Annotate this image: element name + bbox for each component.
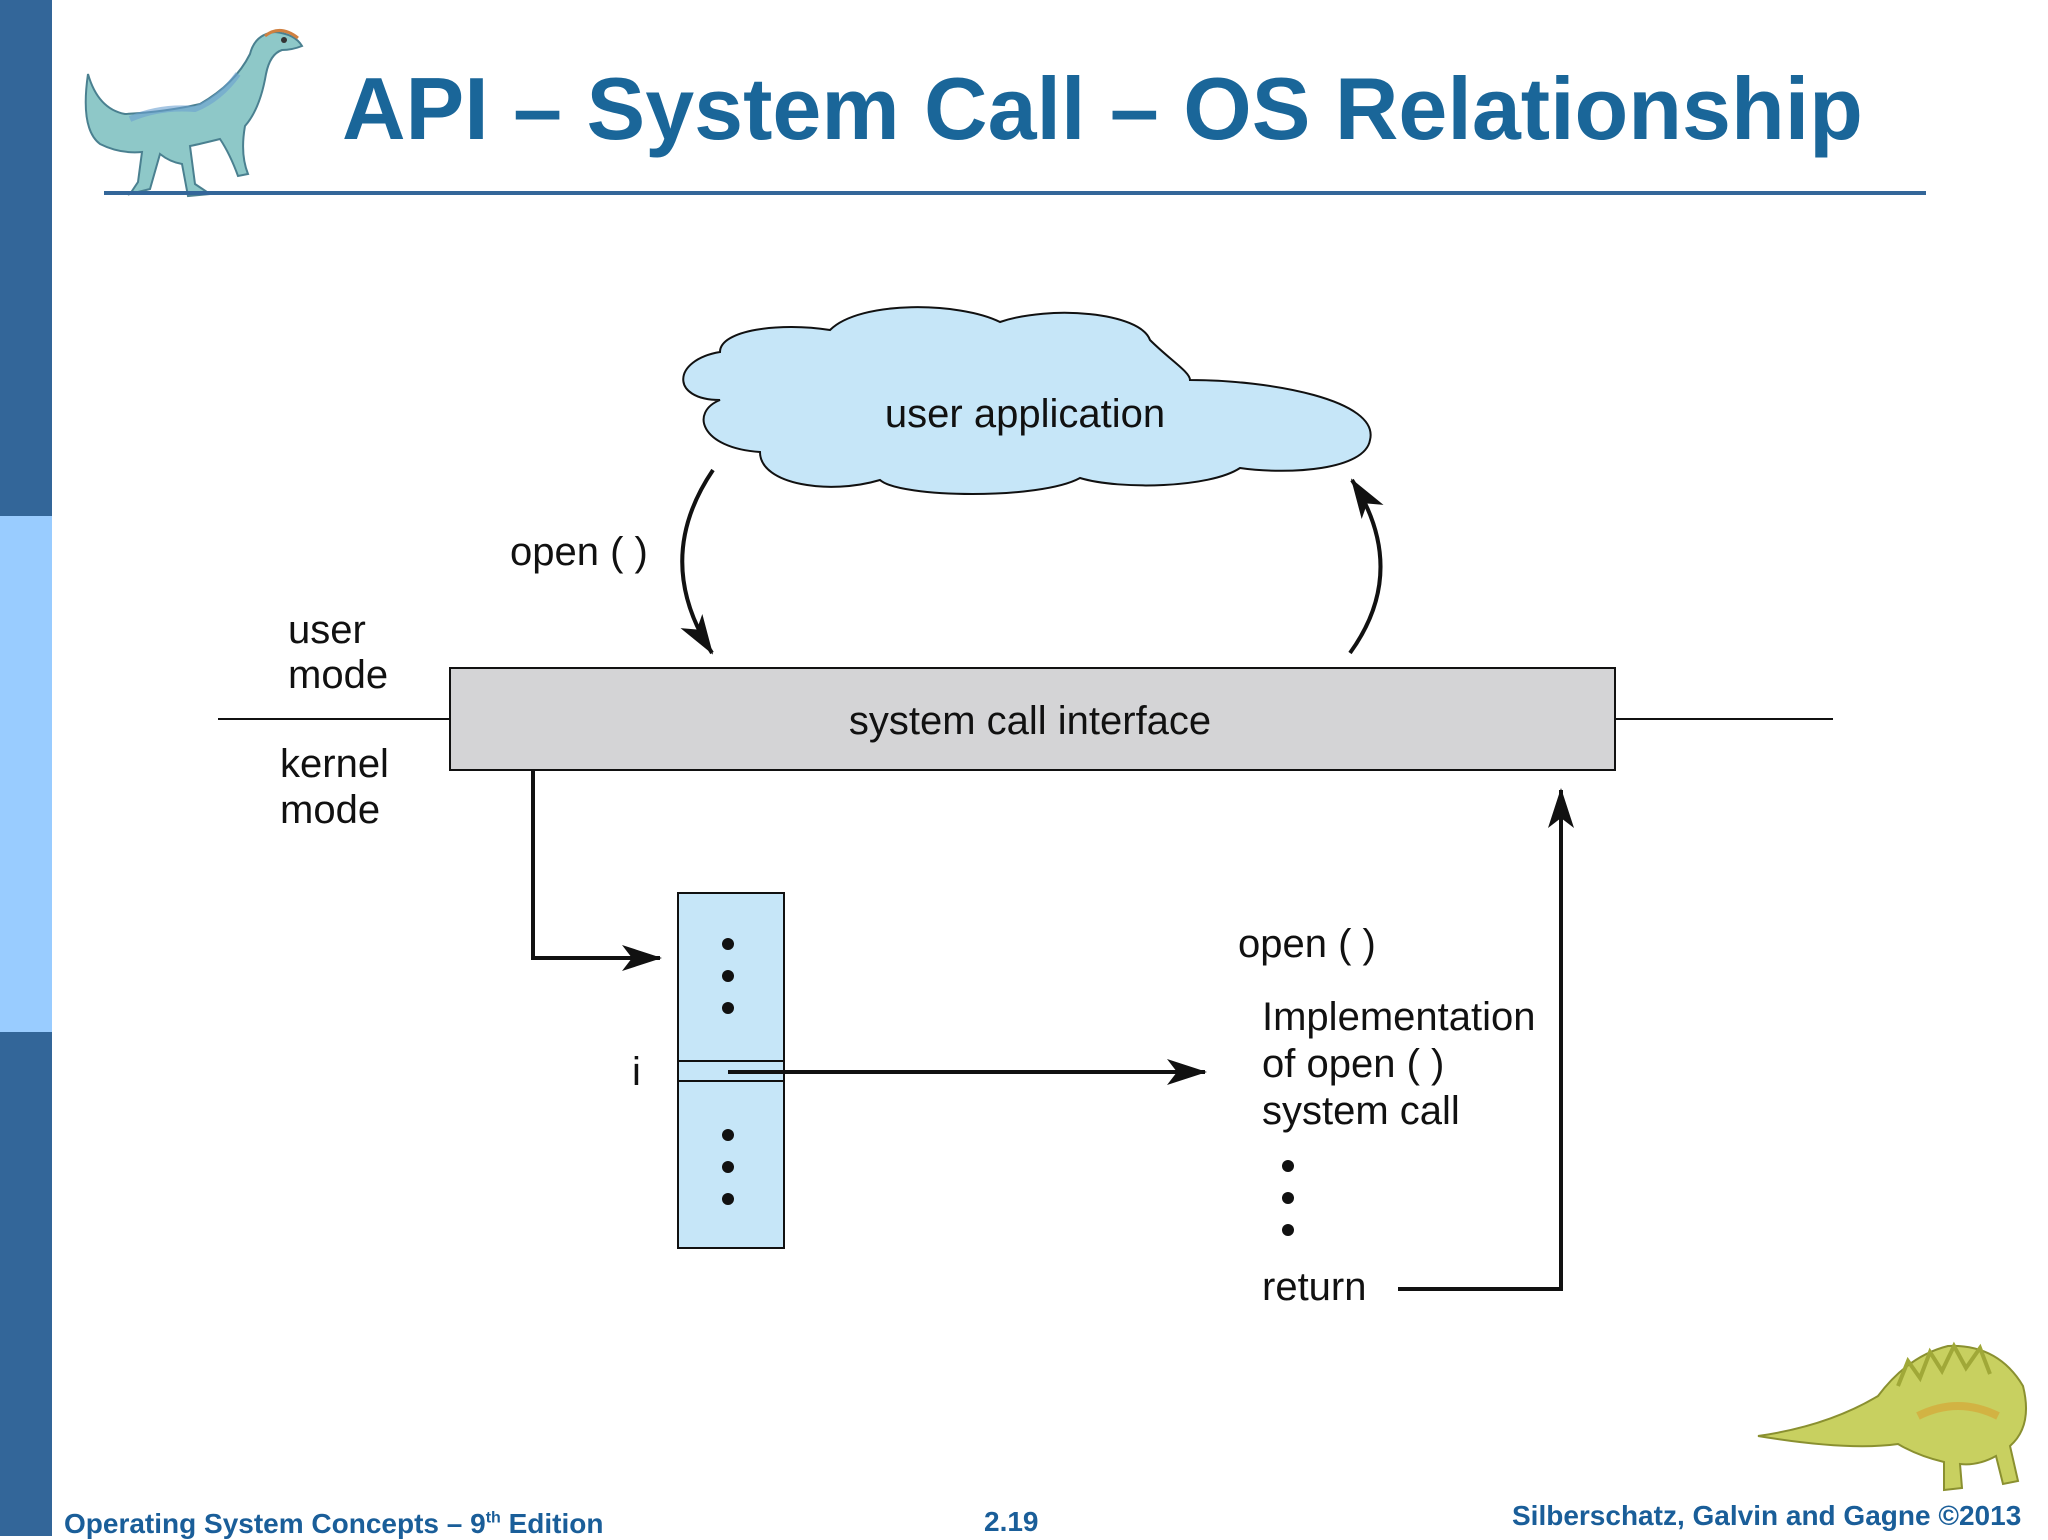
footer-edition-word: Edition — [500, 1508, 604, 1539]
user-mode-label-line1: user — [288, 608, 366, 652]
kernel-mode-label-line2: mode — [280, 788, 380, 832]
page-number: 2.19 — [984, 1506, 1039, 1537]
dinosaur-logo-top — [84, 29, 304, 198]
footer-edition-superscript: th — [485, 1509, 501, 1527]
impl-line3: system call — [1262, 1089, 1460, 1133]
impl-title: open ( ) — [1238, 922, 1376, 966]
call-arrow — [680, 468, 715, 655]
return-to-app-arrow — [1348, 478, 1384, 655]
side-band-middle — [0, 516, 52, 1032]
table-index-label: i — [632, 1050, 641, 1094]
title-underline — [104, 191, 1926, 195]
return-arrow — [1398, 788, 1574, 1291]
impl-line2: of open ( ) — [1262, 1042, 1444, 1086]
table-ellipsis-dot — [722, 1129, 734, 1141]
user-mode-label-line2: mode — [288, 653, 388, 697]
footer-book-title: Operating System Concepts – 9th Edition — [64, 1508, 604, 1539]
table-ellipsis-dot — [722, 938, 734, 950]
impl-ellipsis-dot — [1282, 1192, 1294, 1204]
table-ellipsis-dot — [722, 1161, 734, 1173]
table-ellipsis-dot — [722, 1002, 734, 1014]
impl-line1: Implementation — [1262, 995, 1535, 1039]
table-ellipsis-dot — [722, 970, 734, 982]
kernel-mode-label-line1: kernel — [280, 742, 389, 786]
dispatch-arrow — [531, 770, 662, 971]
user-application-cloud — [682, 306, 1372, 495]
impl-ellipsis-dot — [1282, 1160, 1294, 1172]
open-call-label: open ( ) — [510, 530, 648, 574]
cloud-label: user application — [885, 392, 1165, 436]
side-band-top — [0, 0, 52, 516]
interface-label: system call interface — [849, 699, 1211, 743]
side-band-bottom — [0, 1032, 52, 1536]
impl-ellipsis-dot — [1282, 1224, 1294, 1236]
slide-title: API – System Call – OS Relationship — [342, 59, 1863, 158]
dinosaur-logo-bottom — [1757, 1341, 2027, 1492]
system-call-interface-box — [449, 667, 1616, 771]
return-label: return — [1262, 1265, 1367, 1309]
footer-authors: Silberschatz, Galvin and Gagne ©2013 — [1512, 1500, 2022, 1531]
table-ellipsis-dot — [722, 1193, 734, 1205]
footer-book-title-text: Operating System Concepts – 9 — [64, 1508, 486, 1539]
